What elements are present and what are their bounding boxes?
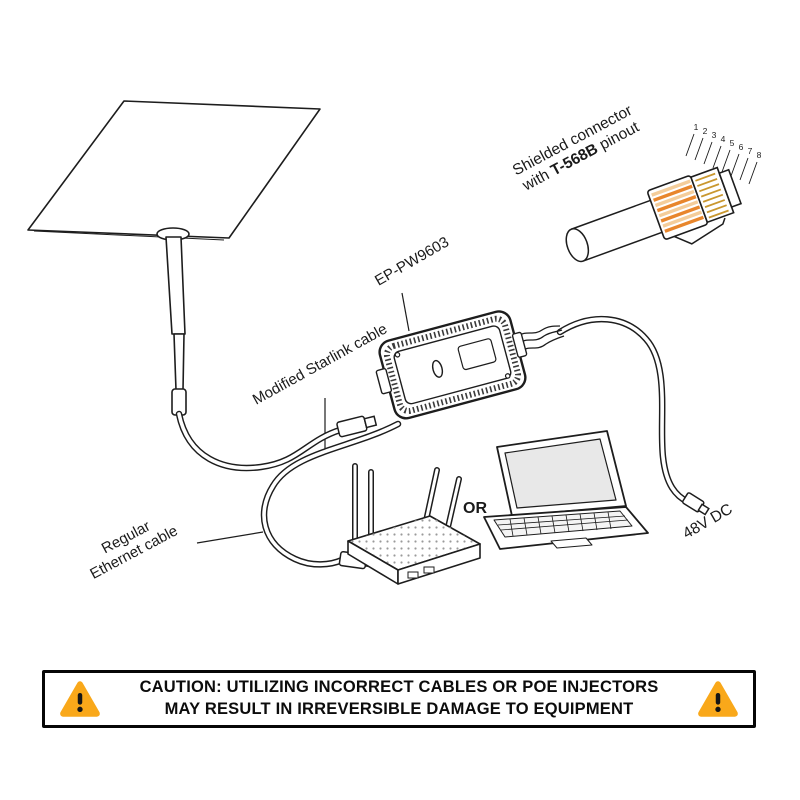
power-plug-tip xyxy=(697,503,710,516)
caution-line: CAUTION: UTILIZING INCORRECT CABLES OR P… xyxy=(139,678,659,697)
warning-triangle-icon xyxy=(697,680,739,718)
leader-lines xyxy=(196,292,410,544)
leader-injector xyxy=(401,292,410,332)
injector-label-plate xyxy=(457,338,497,371)
injector-port-right xyxy=(511,331,528,358)
pin-number: 7 xyxy=(748,146,753,156)
pin-number: 3 xyxy=(712,130,717,140)
dish-panel xyxy=(27,100,321,239)
shielded-rj45-connector xyxy=(565,166,743,263)
wifi-router xyxy=(347,463,481,585)
laptop-keyboard xyxy=(493,510,633,538)
dish-edge-line xyxy=(33,230,225,241)
connector-wires xyxy=(651,179,704,233)
connector-latch xyxy=(673,217,726,245)
laptop xyxy=(483,430,649,550)
power-cable-48v xyxy=(556,315,710,516)
label-or: OR xyxy=(463,500,487,518)
dish-mast xyxy=(165,236,186,335)
injector-slot xyxy=(431,359,444,378)
pin-number: 6 xyxy=(739,142,744,152)
laptop-display xyxy=(504,438,617,509)
injector-hatch-rim xyxy=(383,315,522,414)
pigtail-wires xyxy=(517,325,565,353)
connector-tip xyxy=(718,168,743,209)
connector-gold-contacts xyxy=(695,172,729,219)
injector-port-left xyxy=(375,368,393,395)
leader-ethernet-cable xyxy=(196,531,264,544)
caution-line: MAY RESULT IN IRREVERSIBLE DAMAGE TO EQU… xyxy=(164,700,634,718)
pin-number: 1 xyxy=(694,122,699,132)
warning-triangle-icon xyxy=(59,680,101,718)
injector-screw xyxy=(504,373,511,379)
pinout-numbers: 1 2 3 4 5 6 7 8 xyxy=(685,122,762,185)
router-vents xyxy=(348,516,480,570)
modified-starlink-cable-art xyxy=(175,410,378,472)
pin-number: 8 xyxy=(757,150,762,160)
starlink-dish xyxy=(27,100,321,416)
cable-plug-tip xyxy=(363,415,378,429)
poe-injector xyxy=(375,310,528,420)
label-line: OR xyxy=(463,500,487,517)
injector-screw xyxy=(394,351,401,358)
dish-mast-lower xyxy=(173,333,185,391)
caution-text: CAUTION: UTILIZING INCORRECT CABLES OR P… xyxy=(101,677,697,721)
pin-number: 2 xyxy=(703,126,708,136)
caution-banner: CAUTION: UTILIZING INCORRECT CABLES OR P… xyxy=(42,670,756,728)
pin-number: 4 xyxy=(721,134,726,144)
router-port xyxy=(423,566,435,574)
cable-sheath xyxy=(571,199,666,262)
pin-number: 5 xyxy=(730,138,735,148)
laptop-keys xyxy=(497,511,629,537)
router-port xyxy=(407,571,419,579)
laptop-trackpad xyxy=(550,537,593,549)
cable-plug xyxy=(336,415,368,438)
cable-cut-end xyxy=(565,228,590,263)
pin-ticks xyxy=(685,133,758,185)
